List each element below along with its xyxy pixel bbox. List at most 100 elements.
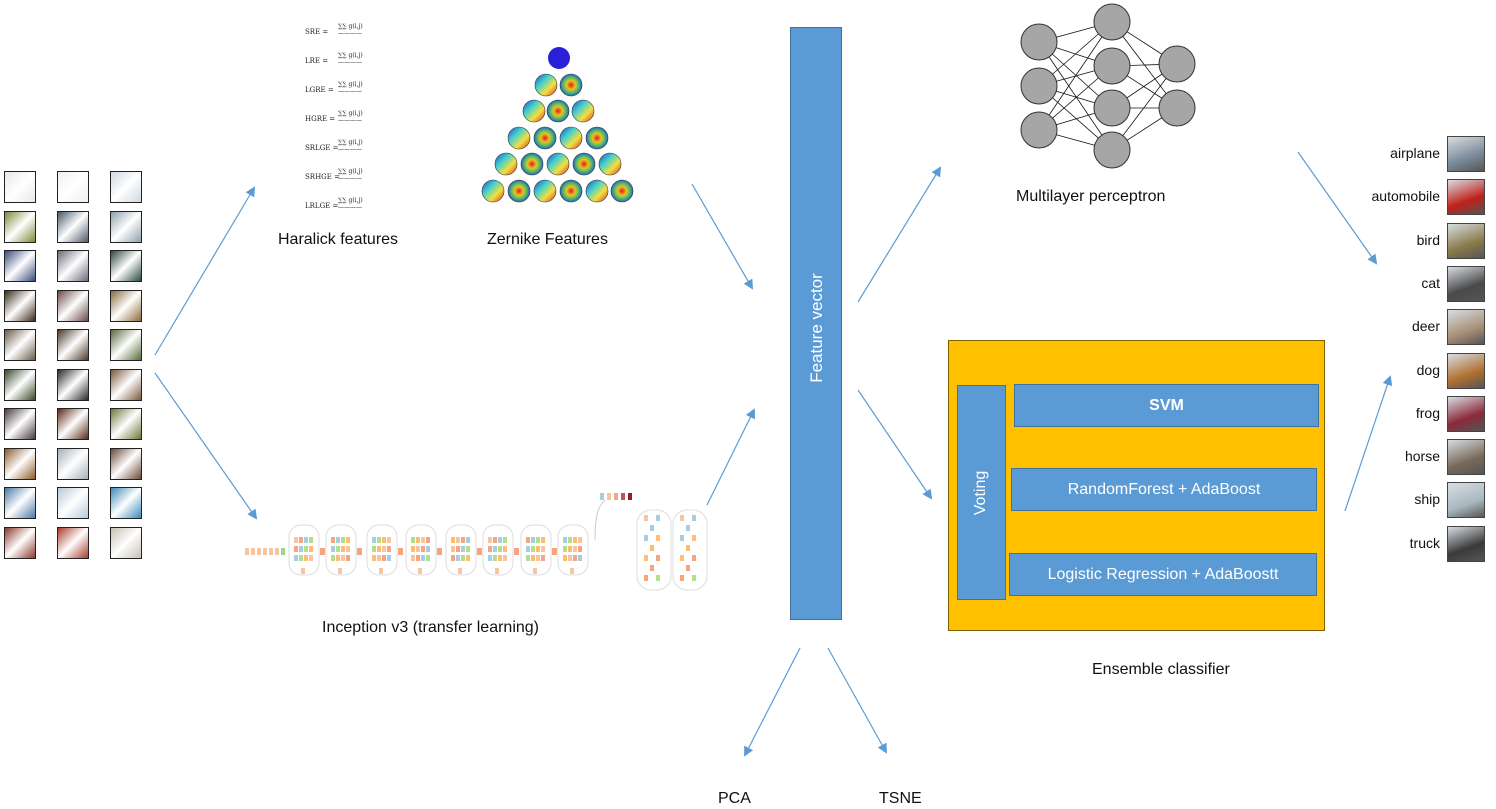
zernike-mode [598, 152, 622, 176]
thumbnail-image [110, 329, 142, 361]
inception-layer [346, 546, 350, 552]
flow-arrow [691, 183, 753, 290]
inception-layer [377, 546, 381, 552]
inception-layer [498, 546, 502, 552]
inception-layer [644, 555, 648, 561]
inception-layer [304, 555, 308, 561]
zernike-label: Zernike Features [487, 231, 608, 248]
haralick-formula-name: HGRE = [305, 115, 336, 123]
flow-arrow [827, 647, 887, 754]
inception-layer [563, 546, 567, 552]
inception-layer [526, 546, 530, 552]
inception-layer [573, 555, 577, 561]
inception-layer [372, 555, 376, 561]
inception-aux-layer [607, 493, 611, 500]
inception-module [520, 524, 552, 576]
inception-layer [387, 537, 391, 543]
zernike-mode [559, 179, 583, 203]
zernike-mode [610, 179, 634, 203]
inception-layer [299, 546, 303, 552]
inception-layer [680, 555, 684, 561]
class-label: frog [1415, 404, 1440, 421]
ensemble-label: Ensemble classifier [1092, 661, 1230, 678]
inception-module [636, 509, 672, 591]
inception-layer [416, 537, 420, 543]
inception-layer [644, 535, 648, 541]
thumbnail-image [57, 210, 89, 243]
inception-layer [531, 546, 535, 552]
svm-label: SVM [1149, 396, 1184, 414]
mlp-connection [1038, 21, 1113, 131]
thumbnail-image [110, 210, 142, 243]
class-label: horse [1404, 448, 1440, 465]
inception-layer [531, 555, 535, 561]
inception-layer [461, 555, 465, 561]
class-sample-image [1447, 222, 1485, 259]
inception-module [288, 524, 320, 576]
zernike-mode [548, 47, 570, 69]
inception-layer [458, 568, 462, 574]
inception-layer [377, 537, 381, 543]
mlp-neuron [1020, 67, 1058, 105]
class-label: automobile [1371, 188, 1441, 205]
inception-layer [331, 546, 335, 552]
inception-connector [552, 548, 557, 555]
thumbnail-image [57, 171, 89, 203]
inception-aux-layer [621, 493, 625, 500]
inception-layer [495, 568, 499, 574]
flow-arrow [154, 186, 256, 356]
inception-layer [299, 555, 303, 561]
inception-layer [451, 555, 455, 561]
thumbnail-image [4, 289, 36, 322]
zernike-mode [522, 99, 546, 123]
thumbnail-image [4, 171, 36, 203]
inception-layer [686, 565, 690, 571]
thumbnail-image [57, 289, 89, 322]
inception-layer [650, 545, 654, 551]
inception-layer [578, 555, 582, 561]
inception-layer [488, 546, 492, 552]
inception-label: Inception v3 (transfer learning) [322, 619, 539, 636]
inception-layer [382, 537, 386, 543]
thumbnail-image [4, 526, 36, 559]
inception-layer [263, 548, 267, 555]
inception-layer [309, 546, 313, 552]
zernike-mode [507, 126, 531, 150]
inception-layer [526, 537, 530, 543]
thumbnail-image [57, 329, 89, 361]
thumbnail-image [4, 408, 36, 440]
inception-layer [573, 537, 577, 543]
class-sample-image [1447, 525, 1485, 562]
thumbnail-image [57, 526, 89, 559]
inception-layer [692, 555, 696, 561]
inception-layer [421, 546, 425, 552]
inception-layer [336, 537, 340, 543]
thumbnail-image [4, 329, 36, 361]
zernike-mode [585, 126, 609, 150]
mlp-neuron [1158, 45, 1196, 83]
class-label: dog [1416, 361, 1440, 378]
thumbnail-image [110, 447, 142, 480]
class-sample-image [1447, 352, 1485, 389]
thumbnail-image [110, 171, 142, 203]
inception-layer [656, 555, 660, 561]
feature-vector-bar: Feature vector [790, 27, 842, 620]
inception-layer [541, 537, 545, 543]
thumbnail-image [4, 368, 36, 401]
inception-layer [372, 546, 376, 552]
inception-layer [341, 537, 345, 543]
haralick-formula-name: SRE = [305, 28, 329, 36]
inception-layer [456, 555, 460, 561]
mlp-neuron [1158, 89, 1196, 127]
inception-module [445, 524, 477, 576]
flow-arrow [1344, 375, 1393, 512]
mlp-connection [1038, 41, 1113, 151]
inception-layer [341, 555, 345, 561]
inception-layer [304, 537, 308, 543]
logistic-regression-box: Logistic Regression + AdaBoostt [1009, 553, 1317, 596]
inception-layer [461, 546, 465, 552]
inception-aux-link [594, 499, 606, 541]
inception-layer [692, 515, 696, 521]
